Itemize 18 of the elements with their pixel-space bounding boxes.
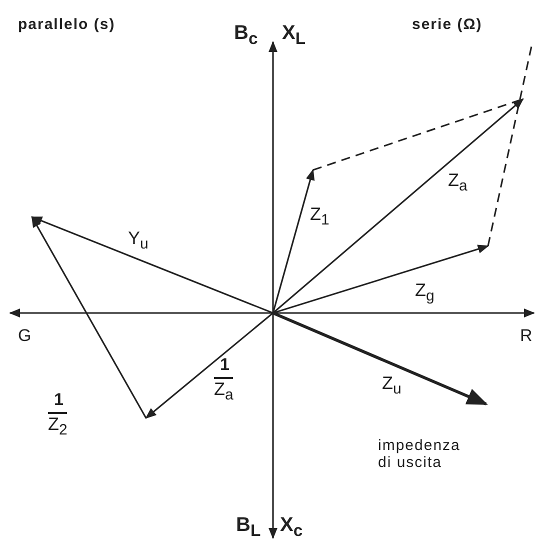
axis-label: Z$_{1}$ (310, 204, 330, 229)
axis-label: serie (Ω) (412, 16, 482, 34)
axis-label: G (18, 326, 32, 346)
axis-label: X$_{c}$ (280, 514, 303, 540)
axis-label: R (520, 326, 532, 346)
axis-label: B$_{L}$ (236, 514, 261, 540)
axis-label: Z$_{a}$ (448, 170, 468, 195)
axis-label: parallelo (s) (18, 16, 116, 34)
axis-label: 1 (54, 390, 64, 410)
axis-label: Y$_{u}$ (128, 228, 148, 253)
axis-label: impedenza di uscita (378, 437, 462, 472)
axis-label: Z$_{2}$ (48, 412, 68, 439)
axis-label: Z$_{u}$ (382, 373, 402, 398)
axis-label: X$_{L}$ (282, 22, 306, 48)
axis-label: Z$_{a}$ (214, 377, 234, 404)
axis-label: B$_{c}$ (234, 22, 258, 48)
axis-label: Z$_{g}$ (415, 280, 434, 305)
axis-label: 1 (220, 355, 230, 375)
